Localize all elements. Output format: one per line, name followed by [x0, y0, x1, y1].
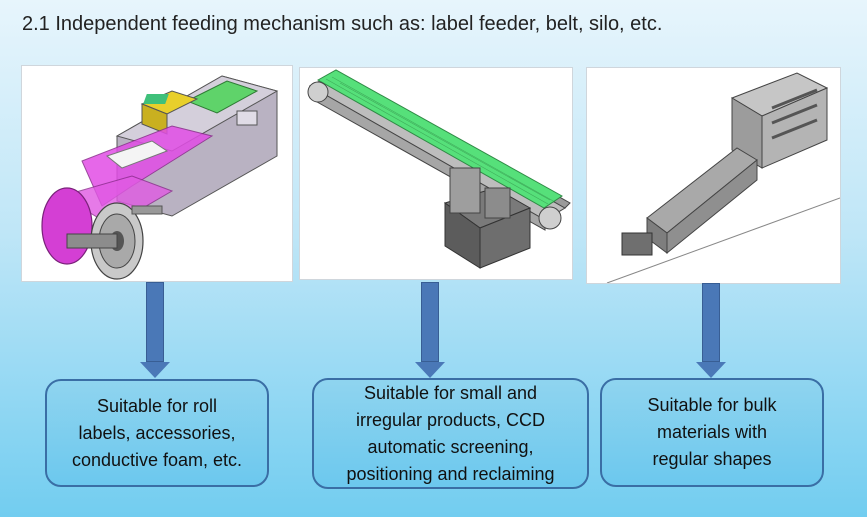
label-feeder-illustration [41, 75, 279, 280]
description-line: conductive foam, etc. [71, 449, 243, 470]
description-line: materials with [656, 422, 767, 442]
description-box-small-products: Suitable for small and irregular product… [312, 378, 589, 489]
description-line: regular shapes [652, 449, 772, 469]
belt-conveyor-image [299, 67, 573, 280]
description-line: automatic screening, [367, 436, 534, 457]
down-arrow-1 [140, 282, 170, 378]
description-box-roll-labels: Suitable for roll labels, accessories, c… [45, 379, 269, 487]
description-box-bulk-materials: Suitable for bulk materials with regular… [600, 378, 824, 487]
description-line: Suitable for roll [96, 395, 218, 416]
description-line: Suitable for small and [363, 382, 538, 403]
description-line: positioning and reclaiming [346, 463, 555, 484]
description-line: Suitable for bulk [647, 395, 777, 415]
silo-illustration [606, 72, 840, 283]
down-arrow-3 [696, 283, 726, 378]
page-title: 2.1 Independent feeding mechanism such a… [22, 13, 663, 35]
down-arrow-2 [415, 282, 445, 378]
description-line: irregular products, CCD [355, 409, 546, 430]
description-line: labels, accessories, [78, 422, 236, 443]
label-feeder-image [21, 65, 293, 282]
silo-image [586, 67, 841, 284]
belt-conveyor-illustration [307, 69, 571, 269]
